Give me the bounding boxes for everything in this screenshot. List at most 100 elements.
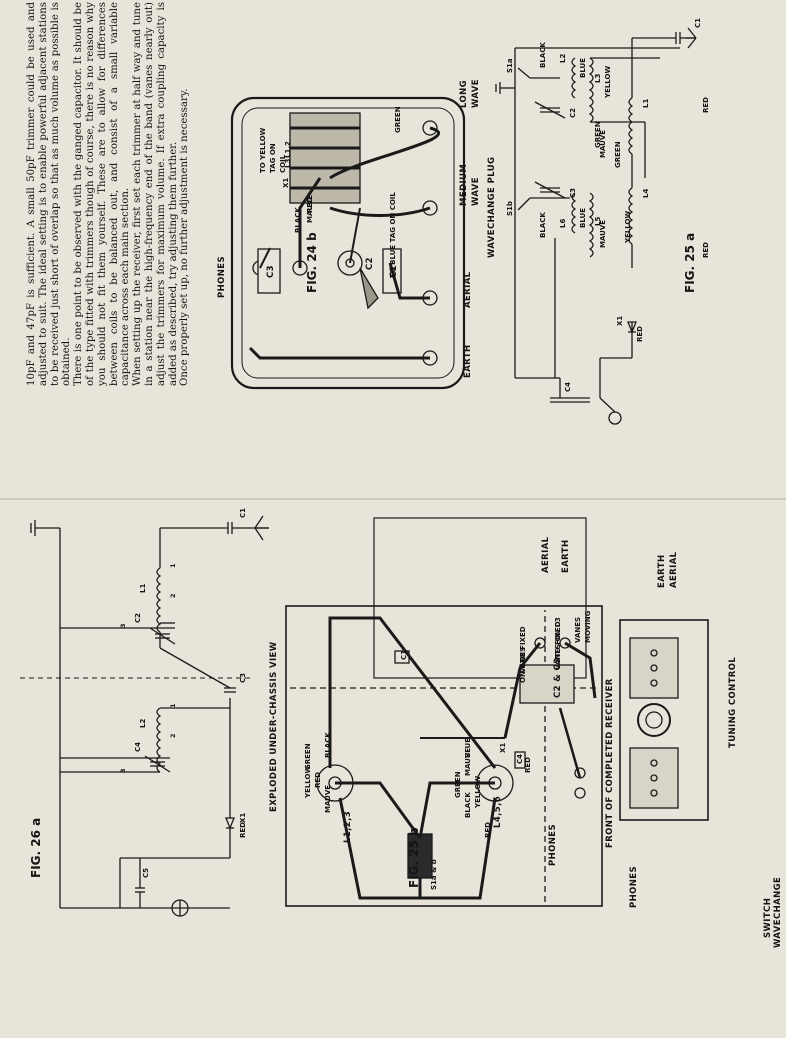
label-l2: L2 <box>559 54 567 63</box>
label-l3: L3 <box>284 159 292 168</box>
label-l1: L1 <box>139 584 147 593</box>
tuning-control-knob <box>637 703 671 737</box>
label-c5: C5 <box>142 868 150 878</box>
label-tuning-control: TUNING CONTROL <box>728 657 738 748</box>
label-tag-on: TAG ON <box>269 143 277 173</box>
label-phones: PHONES <box>217 256 227 298</box>
fig-26a-caption: FIG. 26 a <box>29 818 43 878</box>
label-coil: COIL <box>279 154 287 173</box>
label-to-fixed-c2: TO FIXED <box>519 626 527 663</box>
terminal-long-wave <box>422 120 438 136</box>
label-green: GREEN <box>454 771 462 798</box>
label-black: BLACK <box>539 42 547 68</box>
page-fold <box>0 498 786 500</box>
under-chassis-outline <box>285 605 603 907</box>
fig-25b-drawing <box>285 517 709 907</box>
label-aerial-2: AERIAL <box>541 536 551 573</box>
label-green-2: GREEN <box>304 743 312 770</box>
label-vanes: VANES <box>574 617 582 643</box>
label-phones: PHONES <box>629 866 639 908</box>
label-l3: L3 <box>594 74 602 83</box>
label-c1: C1 <box>400 650 408 660</box>
label-blue: BLUE <box>579 58 587 78</box>
label-earth-2: EARTH <box>561 540 571 573</box>
label-black: BLACK <box>464 792 472 818</box>
fig-25a-caption: FIG. 25 a <box>683 233 697 293</box>
label-exploded: EXPLODED UNDER-CHASSIS VIEW <box>269 641 279 812</box>
label-mauve-2: MAUVE <box>324 785 332 813</box>
wire <box>329 126 441 180</box>
label-coil-l456: L4,5,6 <box>493 796 503 828</box>
label-x1: X1 <box>499 743 507 753</box>
label-medium: MEDIUM <box>459 164 469 206</box>
label-green: GREEN <box>594 121 602 148</box>
label-blue: BLUE <box>464 738 472 758</box>
label-x1: X1 <box>282 178 290 188</box>
label-c1: C1 <box>239 508 247 518</box>
fig-25a-circuit <box>495 27 697 425</box>
label-mauve-2: MAUVE <box>599 220 607 248</box>
label-red: RED <box>702 97 710 113</box>
label-l1: L1 <box>642 99 650 108</box>
label-to-fixed-c3: TO FIXED <box>554 621 562 658</box>
label-front-title: FRONT OF COMPLETED RECEIVER <box>605 678 615 848</box>
inductor-l4 <box>628 187 634 245</box>
label-coil-l123: L1,2,3 <box>343 811 353 843</box>
label-c4: C4 <box>564 382 572 392</box>
label-red: RED <box>306 197 314 213</box>
label-earth: EARTH <box>657 555 667 588</box>
front-phones-block <box>629 747 679 809</box>
coil-former <box>289 112 361 204</box>
label-terminal-2: 2 <box>169 593 177 598</box>
fig-24b-caption: FIG. 24 b <box>305 232 319 293</box>
label-mauve: MAUVE <box>464 748 472 776</box>
label-green: GREEN <box>394 106 402 133</box>
label-red: RED <box>524 757 532 773</box>
diode-x1 <box>627 321 637 334</box>
label-terminal-3b: 3 <box>119 768 127 773</box>
label-red-3: RED <box>314 772 322 788</box>
label-yellow-2: YELLOW <box>304 766 312 799</box>
inductor-l6 <box>571 192 577 234</box>
label-c2: C2 <box>365 257 375 270</box>
label-to-blue: TO BLUE TAG ON COIL <box>389 192 397 278</box>
label-red-2: RED <box>484 822 492 838</box>
label-moving: MOVING <box>584 610 592 643</box>
front-terminal-block <box>629 637 679 699</box>
inductor-l3 <box>571 57 577 99</box>
label-terminal-1b: 1 <box>169 703 177 708</box>
label-vanes-on-c3: VANES ON C3 <box>554 617 562 670</box>
label-green-2: GREEN <box>614 141 622 168</box>
switch-s1a <box>517 67 531 79</box>
label-c3: C3 <box>239 673 247 683</box>
label-s1ab: S1a & b <box>430 859 438 890</box>
phones-symbol <box>608 411 622 425</box>
label-c4: C4 <box>134 742 142 752</box>
label-wave: WAVE <box>471 79 481 108</box>
label-red-2: RED <box>702 242 710 258</box>
label-c3: C3 <box>266 265 276 278</box>
label-earth: EARTH <box>463 345 473 378</box>
label-terminal-1: 1 <box>169 563 177 568</box>
label-s1b: S1b <box>506 201 514 216</box>
label-c3: C3 <box>569 188 577 198</box>
label-black: BLACK <box>294 207 302 233</box>
label-yellow: YELLOW <box>604 66 612 99</box>
label-c1: C1 <box>694 18 702 28</box>
fig-26a-circuit <box>20 515 269 917</box>
capacitor-c2-c3 <box>519 664 575 704</box>
label-red-3: RED <box>636 326 644 342</box>
terminal-medium-wave <box>422 200 438 216</box>
label-red: RED <box>239 822 247 838</box>
label-mauve: MAUVE <box>599 130 607 158</box>
label-yellow-2: YELLOW <box>624 211 632 244</box>
label-terminal-3: 3 <box>119 623 127 628</box>
front-panel <box>619 619 709 821</box>
label-vanes-c2: VANES <box>519 647 527 673</box>
label-c2: C2 <box>134 613 142 623</box>
label-s1a: S1a <box>506 58 514 73</box>
label-l5: L5 <box>594 217 602 226</box>
inductor-l5 <box>588 192 594 258</box>
